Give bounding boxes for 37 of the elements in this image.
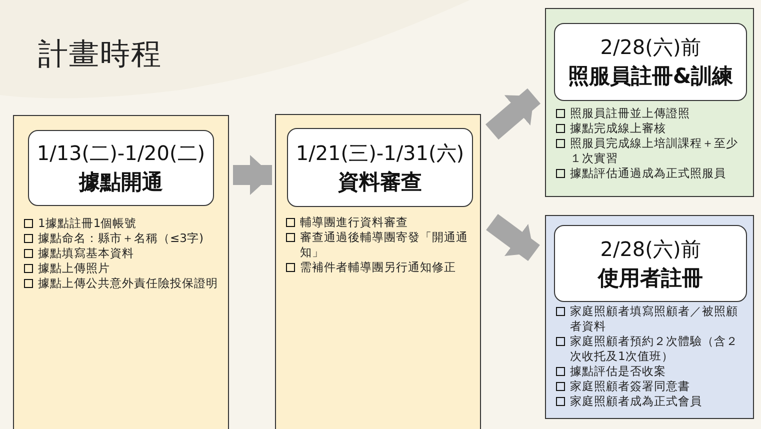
- list-item: 據點命名：縣市＋名稱（≤3字): [38, 231, 204, 245]
- list-item: 需補件者輔導團另行通知修正: [300, 260, 456, 274]
- list-item: 家庭照顧者成為正式會員: [570, 394, 702, 408]
- stage-panel: [13, 115, 229, 429]
- date-text: 2/28(六)前: [600, 236, 701, 262]
- date-text: 2/28(六)前: [600, 34, 701, 61]
- heading-box: [28, 130, 214, 206]
- list-item: 據點評估是否收案: [570, 364, 666, 378]
- list-item: 家庭照顧者預約２次體驗（含２次收托及1次值班）: [570, 334, 738, 363]
- heading-box: [287, 128, 473, 207]
- list-item: 審查通過後輔導團寄發「開通通知」: [300, 230, 468, 259]
- date-text: 1/13(二)-1/20(二): [36, 140, 206, 167]
- list-item: 據點上傳公共意外責任險投保證明: [38, 276, 218, 290]
- list-item: 據點評估通過成為正式照服員: [570, 166, 726, 180]
- stage-title: 據點開通: [79, 169, 163, 196]
- stage-panel: [275, 114, 481, 429]
- stage-title: 照服員註冊&訓練: [568, 63, 734, 90]
- list-item: 1據點註冊1個帳號: [38, 216, 137, 230]
- heading-box: [554, 23, 747, 101]
- list-item: 據點填寫基本資料: [38, 246, 134, 260]
- list-item: 照服員完成線上培訓課程＋至少１次實習: [570, 136, 738, 165]
- title: 計畫時程: [38, 36, 162, 74]
- list-item: 家庭照顧者填寫照顧者／被照顧者資料: [570, 304, 738, 333]
- list-item: 家庭照顧者簽署同意書: [570, 379, 690, 393]
- list-item: 據點完成線上審核: [570, 121, 666, 135]
- date-text: 1/21(三)-1/31(六): [296, 140, 464, 166]
- stage-panel: [545, 8, 754, 197]
- block-arrow: [486, 214, 540, 262]
- block-arrow: [485, 88, 541, 140]
- stage-title: 資料審查: [338, 168, 422, 196]
- list-item: 照服員註冊並上傳證照: [570, 106, 690, 120]
- stage-title: 使用者註冊: [598, 264, 703, 292]
- list-item: 輔導團進行資料審查: [300, 215, 408, 229]
- stage-panel: [545, 215, 754, 419]
- list-item: 據點上傳照片: [38, 261, 110, 275]
- block-arrow: [233, 155, 272, 195]
- heading-box: [554, 225, 747, 302]
